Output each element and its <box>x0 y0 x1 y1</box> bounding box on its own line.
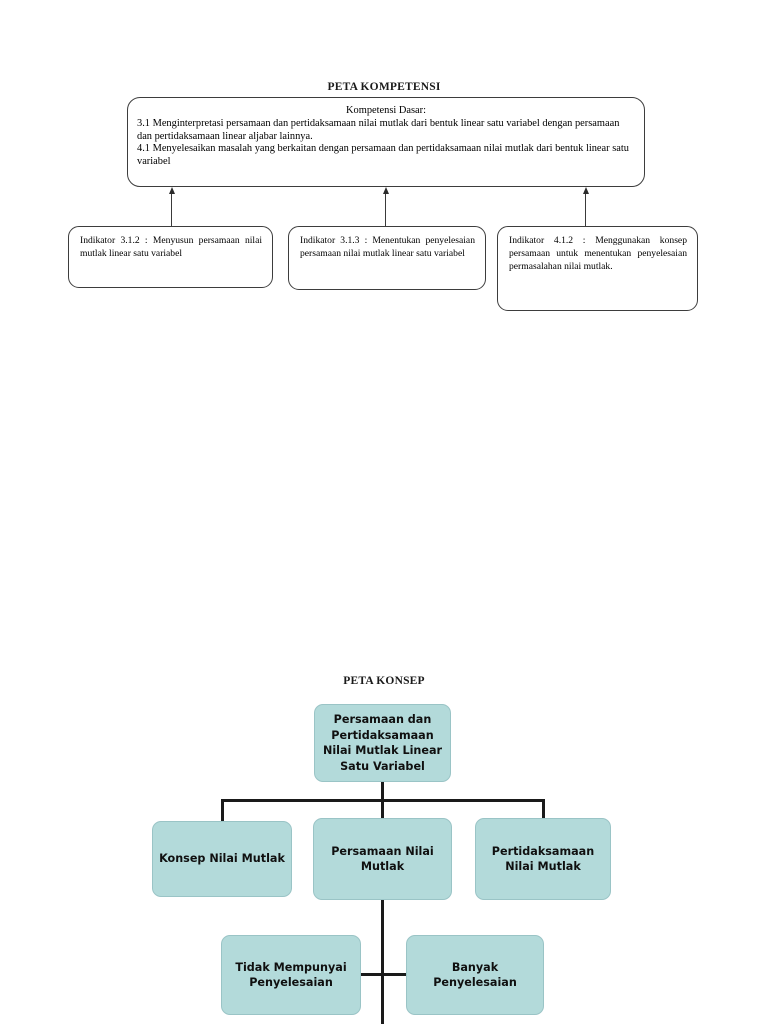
indicator-box-3-1-2: Indikator 3.1.2 : Menyusun persamaan nil… <box>68 226 273 288</box>
concept-node-persamaan-nilai-mutlak: Persamaan Nilai Mutlak <box>313 818 452 900</box>
concept-node-tidak-mempunyai-penyelesaian: Tidak Mempunyai Penyelesaian <box>221 935 361 1015</box>
concept-node-banyak-penyelesaian: Banyak Penyelesaian <box>406 935 544 1015</box>
connector-bus-to-konsep <box>221 799 224 821</box>
concept-node-konsep-nilai-mutlak: Konsep Nilai Mutlak <box>152 821 292 897</box>
connector-bus-to-pertidaksamaan <box>542 799 545 820</box>
connector-bus-to-persamaan <box>381 799 384 820</box>
indicator-box-3-1-3: Indikator 3.1.3 : Menentukan penyelesaia… <box>288 226 486 290</box>
concept-node-pertidaksamaan-nilai-mutlak: Pertidaksamaan Nilai Mutlak <box>475 818 611 900</box>
kompetensi-dasar-title: Kompetensi Dasar: <box>346 105 426 116</box>
arrow-indicator-312-to-kd <box>171 193 173 226</box>
connector-persamaan-down <box>381 898 384 1024</box>
indicator-box-4-1-2: Indikator 4.1.2 : Menggunakan konsep per… <box>497 226 698 311</box>
connector-root-down <box>381 781 384 802</box>
arrow-indicator-412-to-kd <box>585 193 587 226</box>
connector-stub-tidak-mempunyai <box>346 973 384 976</box>
kompetensi-dasar-line-4-1: 4.1 Menyelesaikan masalah yang berkaitan… <box>137 143 629 167</box>
arrow-indicator-313-to-kd <box>385 193 387 226</box>
kompetensi-dasar-line-3-1: 3.1 Menginterpretasi persamaan dan perti… <box>137 118 620 142</box>
peta-kompetensi-heading: PETA KOMPETENSI <box>327 81 441 93</box>
kompetensi-dasar-box: Kompetensi Dasar: 3.1 Menginterpretasi p… <box>127 97 645 187</box>
peta-konsep-heading: PETA KONSEP <box>343 675 425 687</box>
connector-stub-banyak-penyelesaian <box>381 973 409 976</box>
concept-node-root: Persamaan dan Pertidaksamaan Nilai Mutla… <box>314 704 451 782</box>
